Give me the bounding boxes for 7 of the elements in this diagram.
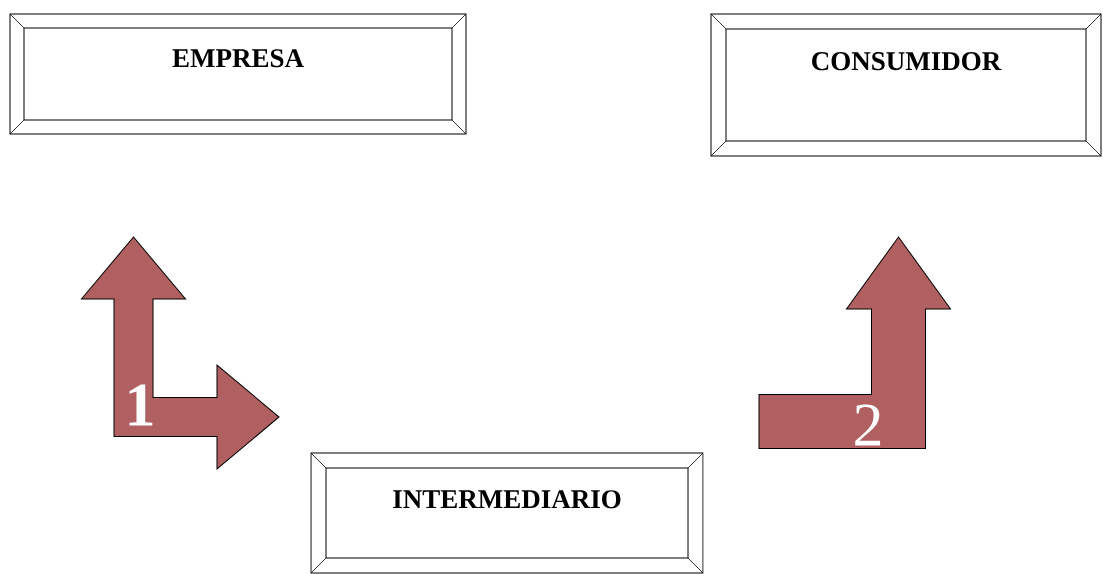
edge-label: 1: [129, 384, 153, 426]
edge-label: 2: [855, 404, 881, 446]
beveled-box: INTERMEDIARIO: [310, 452, 704, 574]
beveled-box: EMPRESA: [9, 13, 467, 135]
block-arrow: [758, 236, 951, 449]
beveled-box: CONSUMIDOR: [710, 13, 1102, 157]
block-arrow: [81, 236, 280, 470]
